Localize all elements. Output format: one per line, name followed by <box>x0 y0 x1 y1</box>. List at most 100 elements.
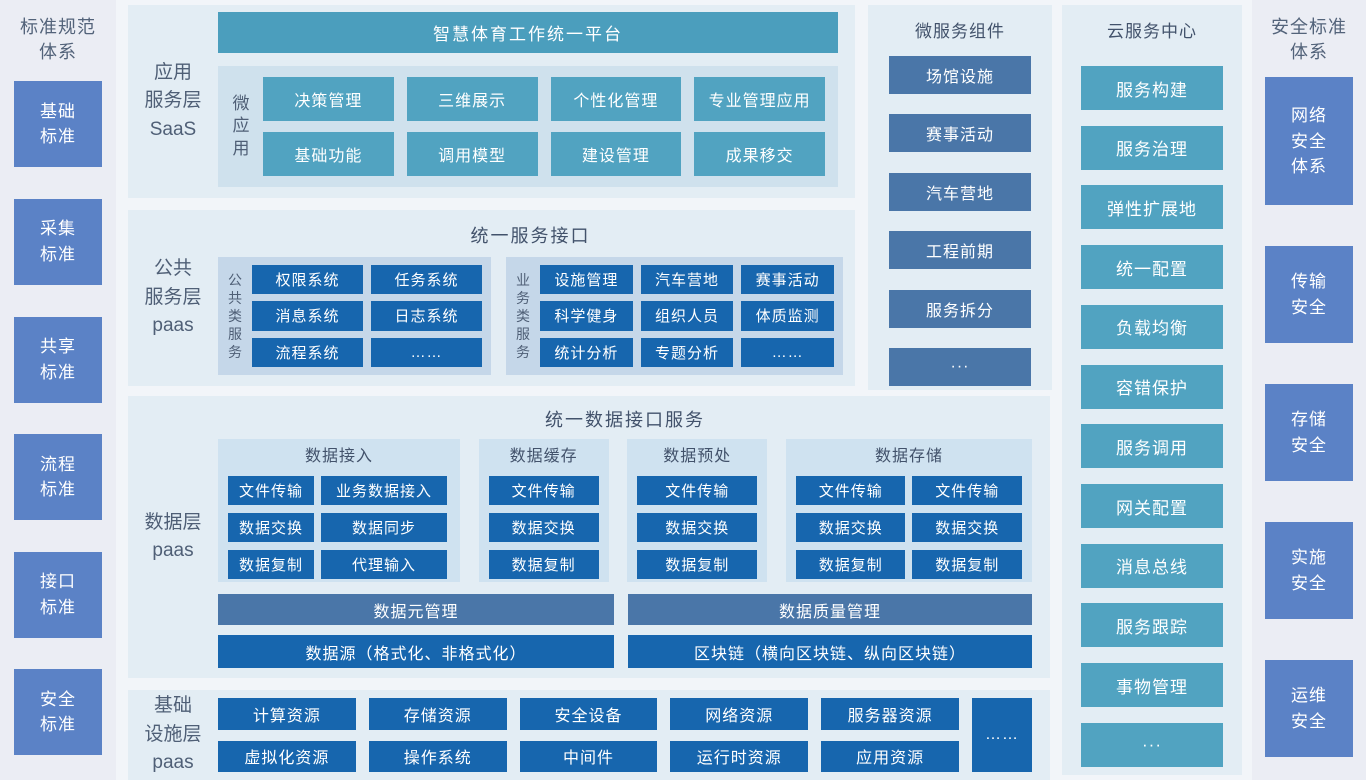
data-storage-title: 数据存储 <box>874 448 943 465</box>
infra-grid: 计算资源 存储资源 安全设备 网络资源 服务器资源 …… 虚拟化资源 操作系统 … <box>218 690 1050 780</box>
app-box-decision-mgmt: 决策管理 <box>263 77 394 121</box>
infrastructure-layer-section: 基础 设施层 paas 计算资源 存储资源 安全设备 网络资源 服务器资源 ……… <box>128 690 1050 780</box>
svc-box-permission-system: 权限系统 <box>252 265 363 295</box>
cloud-box-more: ··· <box>1081 722 1223 767</box>
micro-box-project-preliminary: 工程前期 <box>889 231 1031 270</box>
microservices-items: 场馆设施 赛事活动 汽车营地 工程前期 服务拆分 ··· <box>889 56 1031 386</box>
svc-box-topic-analysis: 专题分析 <box>640 337 734 367</box>
standard-item-basic: 基础 标准 <box>14 81 102 168</box>
cloud-box-message-bus: 消息总线 <box>1081 543 1223 588</box>
data-layer-section: 数据层 paas 统一数据接口服务 数据接入 文件传输 业务数据接入 数据交换 … <box>128 396 1050 678</box>
app-box-personalized-mgmt: 个性化管理 <box>550 77 682 121</box>
data-storage-grid: 文件传输 文件传输 数据交换 数据交换 数据复制 数据复制 <box>795 476 1022 579</box>
data-source-bar: 数据源（格式化、非格式化） <box>218 635 614 668</box>
data-box-data-replication: 数据复制 <box>488 550 599 579</box>
svc-box-common-more: …… <box>371 337 482 367</box>
micro-apps-panel: 微应用 决策管理 三维展示 个性化管理 专业管理应用 基础功能 调用模型 建设管… <box>218 66 838 187</box>
infra-box-middleware: 中间件 <box>519 740 658 772</box>
app-box-basic-functions: 基础功能 <box>263 132 394 176</box>
infra-box-storage-resources: 存储资源 <box>368 698 507 730</box>
standards-column: 标准规范 体系 基础 标准 采集 标准 共享 标准 流程 标准 接口 标准 安全… <box>0 0 116 780</box>
app-box-construction-mgmt: 建设管理 <box>550 132 682 176</box>
data-preprocess-title: 数据预处 <box>663 448 732 465</box>
security-item-ops-security: 运维 安全 <box>1265 660 1353 758</box>
svc-box-log-system: 日志系统 <box>371 301 482 331</box>
data-box-data-exchange: 数据交换 <box>912 513 1022 542</box>
micro-box-venue-facilities: 场馆设施 <box>889 56 1031 94</box>
svc-box-statistical-analysis: 统计分析 <box>540 337 633 367</box>
standard-item-process: 流程 标准 <box>14 434 102 521</box>
data-management-bars: 数据元管理 数据质量管理 <box>218 594 1032 625</box>
micro-box-more: ··· <box>889 347 1031 386</box>
svc-box-facility-mgmt: 设施管理 <box>540 265 633 295</box>
infra-box-application-resources: 应用资源 <box>821 740 959 772</box>
svc-box-task-system: 任务系统 <box>371 265 482 295</box>
standards-column-title: 标准规范 体系 <box>20 17 96 63</box>
saas-layer-body: 智慧体育工作统一平台 微应用 决策管理 三维展示 个性化管理 专业管理应用 基础… <box>218 5 855 198</box>
data-box-file-transfer: 文件传输 <box>228 476 314 505</box>
unified-service-interface-title: 统一服务接口 <box>470 226 591 246</box>
public-layer-label: 公共 服务层 paas <box>144 258 202 337</box>
app-box-professional-mgmt: 专业管理应用 <box>694 77 825 121</box>
svc-box-scientific-fitness: 科学健身 <box>540 301 633 331</box>
security-standards-column: 安全标准 体系 网络 安全 体系 传输 安全 存储 安全 实施 安全 运维 安全 <box>1252 0 1366 780</box>
security-item-transmission-security: 传输 安全 <box>1265 246 1353 344</box>
data-box-data-exchange: 数据交换 <box>637 513 758 542</box>
data-access-title: 数据接入 <box>304 448 373 465</box>
common-services-label: 公共类服务 <box>228 271 242 361</box>
blockchain-bar: 区块链（横向区块链、纵向区块链） <box>628 635 1032 668</box>
data-preprocess-grid: 文件传输 数据交换 数据复制 <box>637 476 758 579</box>
svc-box-events: 赛事活动 <box>741 265 834 295</box>
standards-column-items: 基础 标准 采集 标准 共享 标准 流程 标准 接口 标准 安全 标准 <box>0 81 116 756</box>
public-service-layer-section: 公共 服务层 paas 统一服务接口 公共类服务 权限系统 任务系统 消息系统 … <box>128 210 855 386</box>
microservices-column-title: 微服务组件 <box>915 22 1005 41</box>
business-services-panel: 业务类服务 设施管理 汽车营地 赛事活动 科学健身 组织人员 体质监测 统计分析… <box>506 257 843 375</box>
svc-box-organization-staff: 组织人员 <box>640 301 734 331</box>
cloud-service-column: 云服务中心 服务构建 服务治理 弹性扩展地 统一配置 负载均衡 容错保护 服务调… <box>1062 5 1242 775</box>
business-services-grid: 设施管理 汽车营地 赛事活动 科学健身 组织人员 体质监测 统计分析 专题分析 … <box>540 265 834 367</box>
security-item-network-security: 网络 安全 体系 <box>1265 77 1353 206</box>
infra-box-virtualization-resources: 虚拟化资源 <box>218 740 356 772</box>
data-box-file-transfer: 文件传输 <box>912 476 1022 505</box>
data-box-data-replication: 数据复制 <box>637 550 758 579</box>
app-box-deliverable-handover: 成果移交 <box>694 132 825 176</box>
svc-box-business-more: …… <box>741 337 834 367</box>
standard-item-security: 安全 标准 <box>14 669 102 756</box>
cloud-box-service-tracking: 服务跟踪 <box>1081 603 1223 648</box>
infra-layer-label: 基础 设施层 paas <box>144 695 202 774</box>
security-standards-title: 安全标准 体系 <box>1271 17 1347 63</box>
data-box-file-transfer: 文件传输 <box>637 476 758 505</box>
svc-box-workflow-system: 流程系统 <box>252 337 363 367</box>
app-box-model-invocation: 调用模型 <box>406 132 538 176</box>
cloud-box-elastic-expansion: 弹性扩展地 <box>1081 185 1223 230</box>
data-box-data-exchange: 数据交换 <box>488 513 599 542</box>
svc-box-message-system: 消息系统 <box>252 301 363 331</box>
infra-box-operating-system: 操作系统 <box>368 740 507 772</box>
security-item-storage-security: 存储 安全 <box>1265 384 1353 482</box>
micro-box-rv-camp: 汽车营地 <box>889 172 1031 211</box>
standard-item-interface: 接口 标准 <box>14 551 102 638</box>
data-layer-body: 统一数据接口服务 数据接入 文件传输 业务数据接入 数据交换 数据同步 数据复制… <box>218 396 1050 678</box>
data-box-data-exchange: 数据交换 <box>795 513 906 542</box>
infra-box-runtime-resources: 运行时资源 <box>670 740 809 772</box>
infra-box-server-resources: 服务器资源 <box>821 698 959 730</box>
data-preprocess-panel: 数据预处 文件传输 数据交换 数据复制 <box>627 439 768 582</box>
data-panels: 数据接入 文件传输 业务数据接入 数据交换 数据同步 数据复制 代理输入 数据缓… <box>218 439 1032 582</box>
data-box-data-sync: 数据同步 <box>321 513 447 542</box>
app-box-3d-display: 三维展示 <box>406 77 538 121</box>
microservices-column: 微服务组件 场馆设施 赛事活动 汽车营地 工程前期 服务拆分 ··· <box>868 5 1052 390</box>
cloud-box-service-governance: 服务治理 <box>1081 125 1223 170</box>
cloud-box-service-invocation: 服务调用 <box>1081 424 1223 469</box>
platform-title-bar: 智慧体育工作统一平台 <box>218 12 838 53</box>
data-access-grid: 文件传输 业务数据接入 数据交换 数据同步 数据复制 代理输入 <box>228 476 450 579</box>
common-services-grid: 权限系统 任务系统 消息系统 日志系统 流程系统 …… <box>252 265 482 367</box>
cloud-box-unified-config: 统一配置 <box>1081 245 1223 290</box>
data-box-file-transfer: 文件传输 <box>795 476 906 505</box>
cloud-box-gateway-config: 网关配置 <box>1081 484 1223 529</box>
data-box-file-transfer: 文件传输 <box>488 476 599 505</box>
svc-box-physique-monitoring: 体质监测 <box>741 301 834 331</box>
data-box-proxy-input: 代理输入 <box>321 550 447 579</box>
common-services-panel: 公共类服务 权限系统 任务系统 消息系统 日志系统 流程系统 …… <box>218 257 491 375</box>
data-box-business-data-access: 业务数据接入 <box>321 476 447 505</box>
